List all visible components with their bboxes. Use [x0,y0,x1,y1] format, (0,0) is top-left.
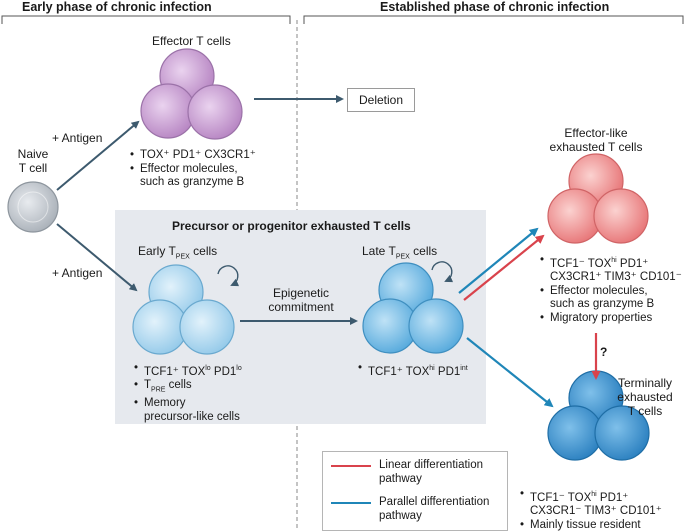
naive-cell-label: Naive T cell [8,147,58,175]
effector-like-title-line2: exhausted T cells [549,140,643,154]
effector-like-exhausted-cell-cluster [547,153,649,244]
antigen-label-top: + Antigen [52,131,103,145]
effector-like-bullet: CX3CR1⁺ TIM3⁺ CD101⁻ [550,271,682,284]
term-b1-main: TCF1⁻ TOX [530,491,592,504]
early-b2-main: T [144,379,152,392]
effector-like-bullet: Migratory properties [550,311,653,324]
effector-like-bullet: such as granzyme B [550,298,655,311]
early-tpex-label-main: Early T [138,244,176,258]
deletion-box: Deletion [347,88,415,112]
effector-bullet: TOX⁺ PD1⁺ CX3CR1⁺ [140,149,256,161]
established-phase-title: Established phase of chronic infection [380,0,610,14]
early-tpex-bullets: •TCF1⁺ TOXlo PD1lo •TPRE cells •Memory p… [134,362,242,423]
effector-bullets: •TOX⁺ PD1⁺ CX3CR1⁺ •Effector molecules, … [130,149,256,188]
terminal-title-line3: T cells [627,404,663,418]
early-tpex-label-sub: PEX [175,253,190,261]
late-b1-main: TCF1⁺ TOX [368,365,430,378]
early-b1-sup2: lo [236,365,242,372]
early-tpex-cell-cluster [132,264,235,355]
late-tpex-cell-cluster [362,262,464,354]
effector-bullet: Effector molecules, [140,162,238,175]
early-phase-bracket [1,15,291,24]
established-phase-bracket [303,15,684,24]
commitment-line1: Epigenetic [272,286,330,300]
early-tpex-label-suffix: cells [189,244,218,258]
late-tpex-label-main: Late T [362,244,396,258]
late-tpex-label: Late TPEX cells [362,244,437,264]
late-b1-sup1: hi [429,365,435,372]
early-b2-tail: cells [165,379,192,392]
early-tpex-bullet: precursor-like cells [144,410,240,423]
early-b1-mid: PD1 [210,365,237,378]
deletion-label: Deletion [358,93,404,107]
terminal-bullet: CX3CR1⁻ TIM3⁺ CD101⁺ [530,505,662,518]
legend-parallel-swatch [331,502,371,504]
late-tpex-bullets: •TCF1⁺ TOXhi PD1int [358,362,468,379]
early-tpex-bullet: Memory [144,397,186,410]
effector-like-bullets: •TCF1⁻ TOXhi PD1⁺ CX3CR1⁺ TIM3⁺ CD101⁻ •… [540,254,682,324]
effector-like-bullet: Effector molecules, [550,284,648,297]
epigenetic-commitment-label: Epigenetic commitment [256,286,346,314]
legend: Linear differentiation pathway Parallel … [322,451,508,531]
terminal-title: Terminally exhausted T cells [610,376,680,418]
late-tpex-bullet: TCF1⁺ TOXhi PD1int [368,362,468,379]
late-b1-mid: PD1 [434,365,461,378]
terminal-title-line1: Terminally [617,376,672,390]
arrow-naive-to-effector [56,120,140,191]
late-tpex-label-sub: PEX [395,253,410,261]
precursor-box-title: Precursor or progenitor exhausted T cell… [172,219,411,233]
self-renewal-icon [431,261,454,283]
early-b2-sub: PRE [151,386,166,394]
effector-bullet: such as granzyme B [140,176,245,188]
arrow-naive-to-early-tpex [56,223,138,292]
late-tpex-label-suffix: cells [409,244,438,258]
early-tpex-bullet: TPRE cells [144,379,192,397]
terminal-bullet: TCF1⁻ TOXhi PD1⁺ [530,488,628,505]
el-b1-tail: PD1⁺ [616,257,649,270]
effector-like-title-line1: Effector-like [564,126,628,140]
arrow-linear-to-effector-like [463,234,545,301]
early-tpex-label: Early TPEX cells [138,244,217,264]
antigen-label-bottom: + Antigen [52,266,103,280]
naive-label-line2: T cell [18,161,48,175]
legend-parallel-label: Parallel differentiation [379,496,490,508]
effector-t-cells-title: Effector T cells [152,34,231,48]
naive-label-line1: Naive [17,147,49,161]
early-b1-main: TCF1⁺ TOX [144,365,206,378]
legend-linear-label: Linear differentiation [379,459,483,471]
term-b1-sup: hi [591,491,597,498]
terminal-bullets: •TCF1⁻ TOXhi PD1⁺ CX3CR1⁻ TIM3⁺ CD101⁺ •… [520,488,662,531]
self-renewal-icon [217,265,240,287]
terminal-bullet: Mainly tissue resident [530,518,641,531]
term-b1-tail: PD1⁺ [596,491,629,504]
el-b1-sup: hi [611,257,617,264]
unknown-transition-mark: ? [600,345,608,359]
arrow-parallel-to-terminal [466,337,554,408]
early-b1-sup1: lo [205,365,211,372]
late-b1-sup2: int [460,365,468,372]
legend-parallel-label: pathway [379,509,422,522]
legend-linear-label: pathway [379,472,422,485]
effector-like-title: Effector-like exhausted T cells [536,126,656,154]
early-phase-title: Early phase of chronic infection [22,0,212,14]
el-b1-main: TCF1⁻ TOX [550,257,612,270]
naive-t-cell [7,181,59,233]
effector-t-cell-cluster [140,48,243,140]
terminal-title-line2: exhausted [617,390,673,404]
arrow-parallel-to-effector-like [458,227,539,294]
commitment-line2: commitment [268,300,334,314]
early-tpex-bullet: TCF1⁺ TOXlo PD1lo [144,362,242,379]
legend-linear-swatch [331,465,371,467]
effector-like-bullet: TCF1⁻ TOXhi PD1⁺ [550,254,648,271]
